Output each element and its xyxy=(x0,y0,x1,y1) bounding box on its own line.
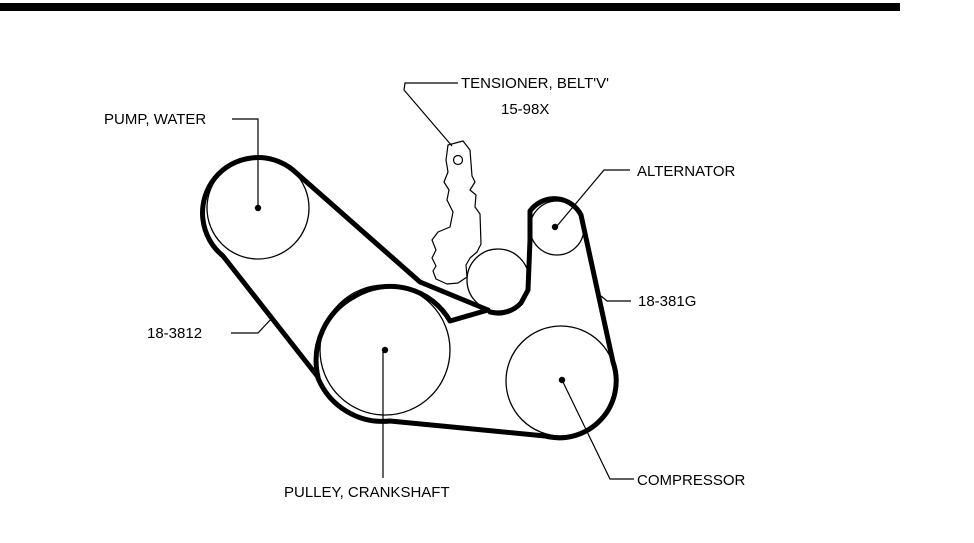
compressor-leader xyxy=(561,379,634,480)
label-tensioner-part: 15-98X xyxy=(501,101,549,118)
alternator-center xyxy=(551,223,559,231)
label-water-pump: PUMP, WATER xyxy=(104,111,206,128)
water-pump-center xyxy=(254,204,262,212)
pump-leader xyxy=(232,118,259,205)
belt-right-leader xyxy=(600,295,631,302)
belt-18-3812 xyxy=(200,155,491,380)
belt-18-3812-crank-wrap xyxy=(352,283,491,324)
tensioner-pivot-hole xyxy=(452,154,464,166)
tensioner-leader xyxy=(403,82,458,147)
label-tensioner: TENSIONER, BELT'V' xyxy=(461,75,609,92)
label-belt-left: 18-3812 xyxy=(147,325,202,342)
belt-18-381G xyxy=(315,196,619,441)
alternator-leader xyxy=(556,169,630,227)
label-compressor: COMPRESSOR xyxy=(637,472,746,489)
tensioner-bracket xyxy=(431,140,482,285)
label-crankshaft: PULLEY, CRANKSHAFT xyxy=(284,484,450,501)
belt-left-leader xyxy=(231,317,273,334)
header-rule xyxy=(0,3,900,11)
label-belt-right: 18-381G xyxy=(638,293,696,310)
label-alternator: ALTERNATOR xyxy=(637,163,736,180)
